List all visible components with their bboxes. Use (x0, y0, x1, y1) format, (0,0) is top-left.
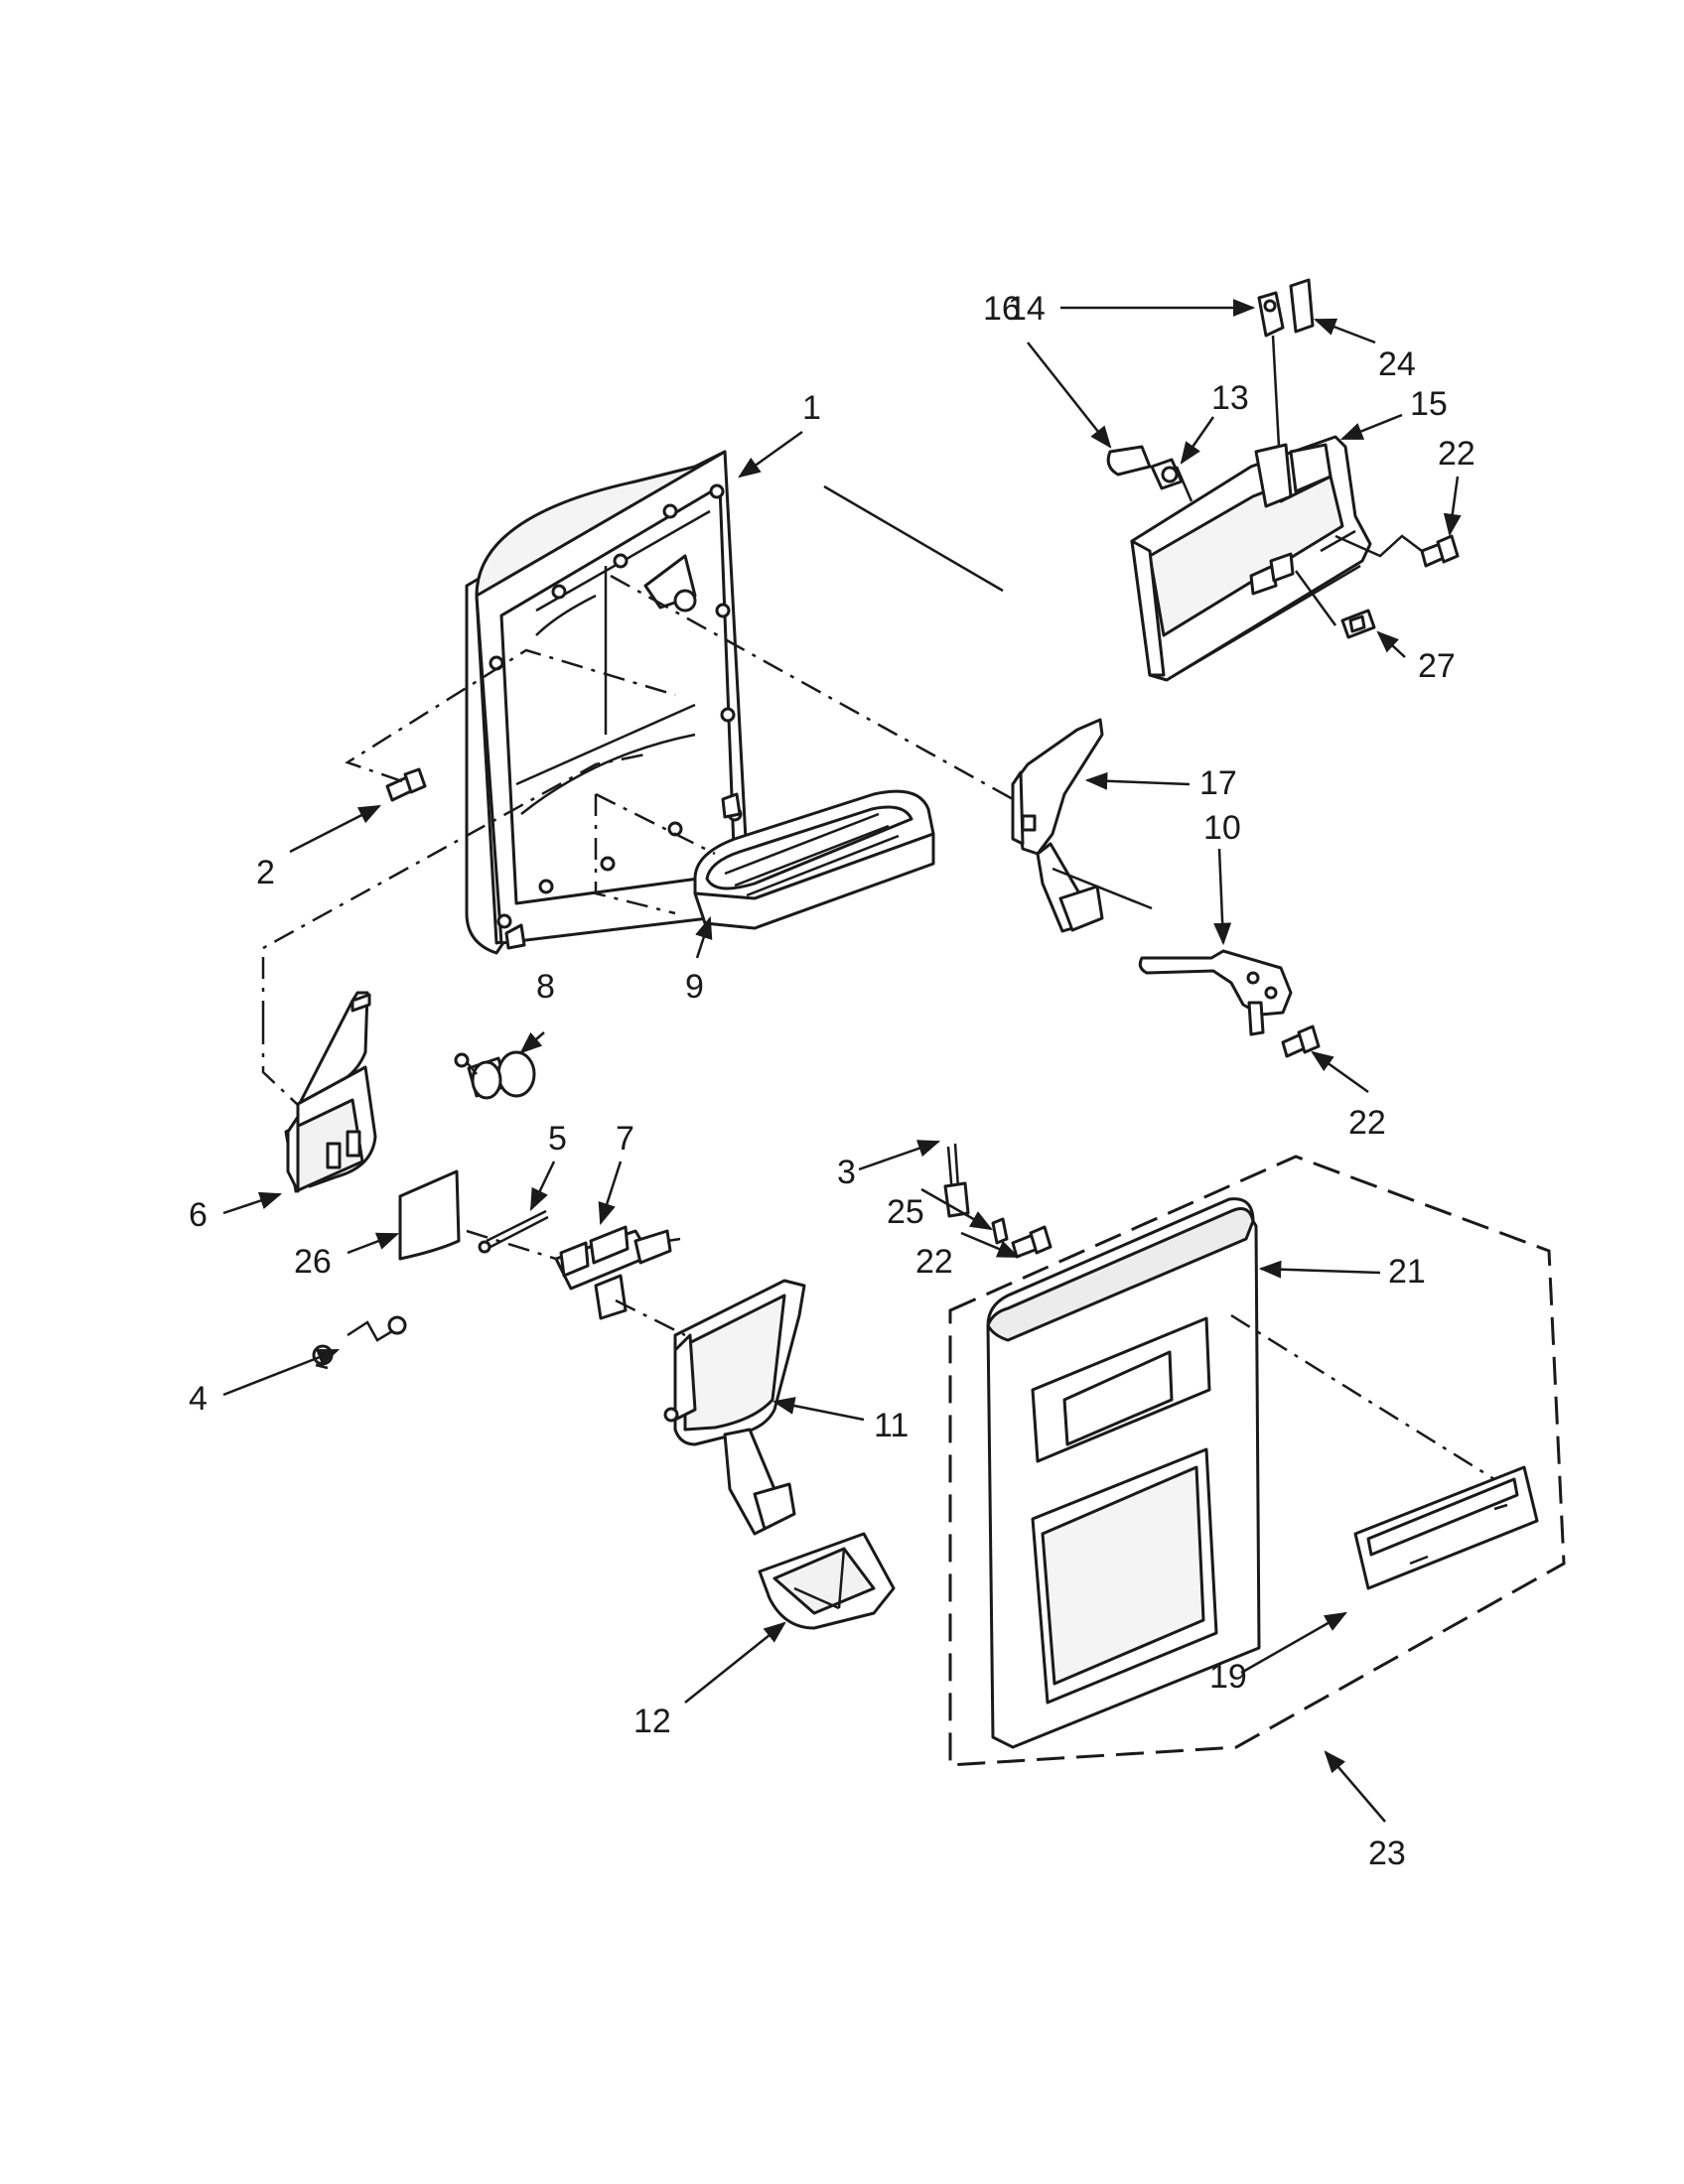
part-17-lever[interactable] (1011, 718, 1104, 933)
callout-5: 5 (548, 1120, 567, 1158)
part-8-solenoid[interactable] (454, 1050, 536, 1100)
leader-lines (222, 299, 1462, 1823)
callout-16: 16 (983, 290, 1021, 328)
part-27-switch-small[interactable] (1340, 609, 1376, 639)
part-14-switch[interactable] (1257, 291, 1285, 448)
part-11-chute-door[interactable] (663, 1279, 806, 1536)
callout-1: 1 (802, 389, 821, 427)
part-22-screw-top[interactable] (1420, 534, 1460, 568)
part-23-assembly-boundary (948, 1155, 1566, 1767)
callout-13: 13 (1211, 379, 1249, 417)
callout-4: 4 (189, 1380, 208, 1418)
part-25-clip[interactable] (991, 1217, 1009, 1245)
part-26-pad[interactable] (398, 1169, 461, 1261)
callouts: 1 2 3 4 5 6 7 8 9 10 11 12 13 14 15 16 1… (189, 290, 1475, 1872)
callout-24: 24 (1378, 345, 1416, 383)
callout-11: 11 (874, 1407, 909, 1444)
callout-12: 12 (633, 1703, 671, 1740)
alignment-lines (261, 466, 1495, 1481)
part-24-insulator[interactable] (1289, 278, 1315, 334)
part-16-bulb[interactable] (1106, 445, 1152, 477)
part-9-grille[interactable] (693, 789, 935, 930)
callout-6: 6 (189, 1196, 208, 1234)
callout-9: 9 (685, 968, 704, 1006)
callout-2: 2 (256, 854, 275, 891)
callout-10: 10 (1203, 809, 1241, 847)
callout-15: 15 (1410, 385, 1448, 423)
callout-22-right: 22 (1348, 1104, 1386, 1142)
callout-19: 19 (1209, 1658, 1247, 1696)
callout-8: 8 (536, 968, 555, 1006)
callout-17: 17 (1199, 764, 1237, 802)
callout-23: 23 (1368, 1835, 1406, 1872)
part-21-front-panel[interactable] (986, 1197, 1261, 1749)
part-22-screw-right[interactable] (1281, 1024, 1321, 1058)
part-7-hinge[interactable] (554, 1225, 681, 1320)
callout-3: 3 (837, 1154, 856, 1191)
callout-26: 26 (294, 1243, 332, 1281)
part-19-control-panel[interactable] (1353, 1465, 1539, 1590)
callout-22-top: 22 (1438, 435, 1475, 473)
part-2-screw[interactable] (385, 767, 427, 802)
part-5-rod[interactable] (478, 1209, 549, 1254)
part-3-actuator[interactable] (943, 1143, 970, 1218)
part-15-switch-housing[interactable] (1130, 435, 1372, 682)
part-22-screw-mid[interactable] (1011, 1225, 1052, 1259)
callout-21: 21 (1388, 1253, 1426, 1291)
callout-22-mid: 22 (915, 1243, 953, 1281)
part-13-socket[interactable] (1150, 458, 1184, 490)
callout-14: 14 (1008, 290, 1046, 328)
part-6-switch-module[interactable] (284, 991, 377, 1193)
part-10-lever-arm[interactable] (1138, 949, 1293, 1036)
callout-7: 7 (616, 1120, 634, 1158)
part-12-chute[interactable] (758, 1532, 896, 1630)
callout-25: 25 (887, 1193, 924, 1231)
callout-27: 27 (1418, 647, 1456, 685)
part-1-housing[interactable] (465, 450, 752, 955)
part-4-spring[interactable] (312, 1315, 407, 1370)
